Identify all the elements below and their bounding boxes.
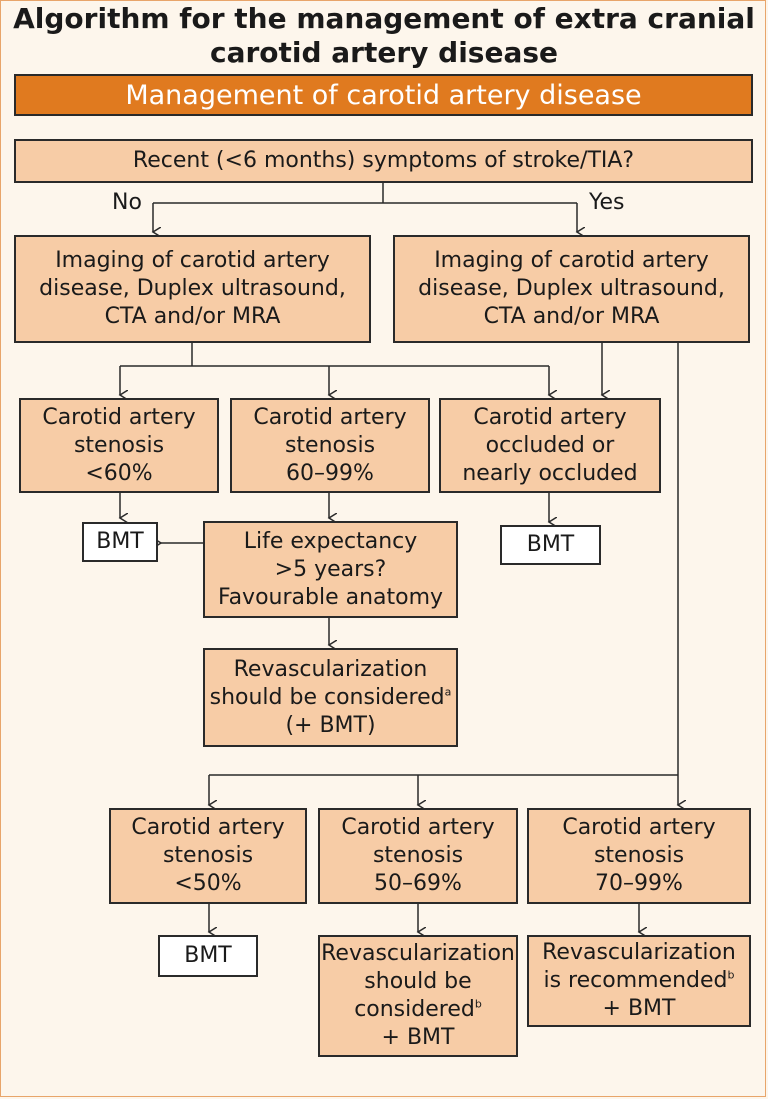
revasc-70-99-line-3: + BMT [602, 996, 676, 1021]
asym-60-99-line-2: stenosis [284, 432, 376, 458]
revasc-50-69-line-3: consideredb [354, 996, 482, 1024]
footnote-marker-b: b [474, 997, 482, 1011]
occluded-line-1: Carotid artery [473, 404, 627, 430]
question-box: Recent (<6 months) symptoms of stroke/TI… [14, 139, 753, 183]
revasc-70-99-line-2-text: is recommended [543, 968, 728, 993]
bmt-lt50-text: BMT [184, 943, 232, 968]
bmt-occluded-text: BMT [526, 532, 575, 557]
imaging-no-line-2: disease, Duplex ultrasound, [39, 276, 346, 301]
occluded-line-2: occluded or [485, 432, 615, 458]
revasc-50-69-line-2: should be [364, 969, 472, 994]
revasc-50-69-line-1: Revascularization [321, 941, 515, 966]
sym-70-99-line-1: Carotid artery [562, 815, 716, 840]
occluded-line-3: nearly occluded [462, 460, 638, 486]
sym-70-99-line-3: 70–99% [595, 871, 683, 896]
asym-lt60-line-2: stenosis [73, 432, 165, 458]
life-expectancy-line-3: Favourable anatomy [217, 584, 444, 610]
sym-lt50-line-1: Carotid artery [131, 815, 285, 840]
life-expectancy-line-2: >5 years? [274, 556, 387, 582]
asym-60-99-line-3: 60–99% [286, 460, 374, 486]
imaging-box-yes: Imaging of carotid artery disease, Duple… [393, 235, 750, 343]
branch-label-yes: Yes [589, 190, 625, 215]
bmt-lt60-text: BMT [96, 529, 144, 554]
sym-50-69-line-1: Carotid artery [341, 815, 495, 840]
revasc-70-99-line-2: is recommendedb [543, 967, 734, 995]
asym-lt60-line-3: <60% [85, 460, 153, 486]
revasc-asym-box: Revascularization should be considereda … [203, 648, 458, 747]
imaging-box-no: Imaging of carotid artery disease, Duple… [14, 235, 371, 343]
revasc-asym-line-2: should be considereda [210, 684, 452, 712]
asym-stenosis-60-99-box: Carotid artery stenosis 60–99% [230, 398, 430, 493]
connector-question-split [153, 183, 577, 204]
revasc-50-69-box: Revascularization should be consideredb … [318, 935, 518, 1057]
revasc-70-99-box: Revascularization is recommendedb + BMT [527, 935, 751, 1027]
title-line-2: carotid artery disease [209, 36, 559, 69]
revasc-50-69-line-3-text: considered [354, 997, 475, 1022]
bmt-box-occluded: BMT [500, 525, 601, 565]
revasc-70-99-line-1: Revascularization [542, 940, 736, 965]
sym-stenosis-lt50-box: Carotid artery stenosis <50% [109, 808, 307, 904]
sym-70-99-line-2: stenosis [593, 843, 685, 868]
sym-lt50-line-2: stenosis [162, 843, 254, 868]
imaging-yes-line-3: CTA and/or MRA [483, 304, 660, 329]
connector-right-long [209, 343, 679, 776]
asym-60-99-line-1: Carotid artery [253, 404, 407, 430]
imaging-no-line-3: CTA and/or MRA [104, 304, 281, 329]
asym-stenosis-lt60-box: Carotid artery stenosis <60% [19, 398, 219, 493]
revasc-asym-line-2-text: should be considered [209, 684, 445, 710]
figure-title: Algorithm for the management of extra cr… [0, 2, 768, 70]
header-bar: Management of carotid artery disease [14, 74, 753, 116]
branch-label-no: No [112, 190, 142, 215]
title-line-1: Algorithm for the management of extra cr… [13, 2, 755, 35]
occluded-box: Carotid artery occluded or nearly occlud… [439, 398, 661, 493]
sym-stenosis-50-69-box: Carotid artery stenosis 50–69% [318, 808, 518, 904]
footnote-marker-a: a [444, 685, 452, 699]
revasc-asym-line-3: (+ BMT) [285, 712, 376, 738]
imaging-yes-line-1: Imaging of carotid artery [434, 248, 709, 273]
sym-50-69-line-2: stenosis [372, 843, 464, 868]
asym-lt60-line-1: Carotid artery [42, 404, 196, 430]
sym-50-69-line-3: 50–69% [374, 871, 462, 896]
revasc-asym-line-1: Revascularization [233, 656, 428, 682]
sym-stenosis-70-99-box: Carotid artery stenosis 70–99% [527, 808, 751, 904]
imaging-yes-line-2: disease, Duplex ultrasound, [418, 276, 725, 301]
header-text: Management of carotid artery disease [125, 79, 642, 111]
sym-lt50-line-3: <50% [174, 871, 242, 896]
imaging-no-line-1: Imaging of carotid artery [55, 248, 330, 273]
footnote-marker-b: b [727, 968, 735, 982]
revasc-50-69-line-4: + BMT [381, 1025, 455, 1050]
bmt-box-lt50: BMT [158, 935, 258, 977]
question-text: Recent (<6 months) symptoms of stroke/TI… [132, 148, 635, 173]
connector-left-imaging [120, 343, 549, 367]
bmt-box-lt60: BMT [82, 522, 158, 562]
life-expectancy-line-1: Life expectancy [243, 528, 418, 554]
life-expectancy-box: Life expectancy >5 years? Favourable ana… [203, 521, 458, 618]
